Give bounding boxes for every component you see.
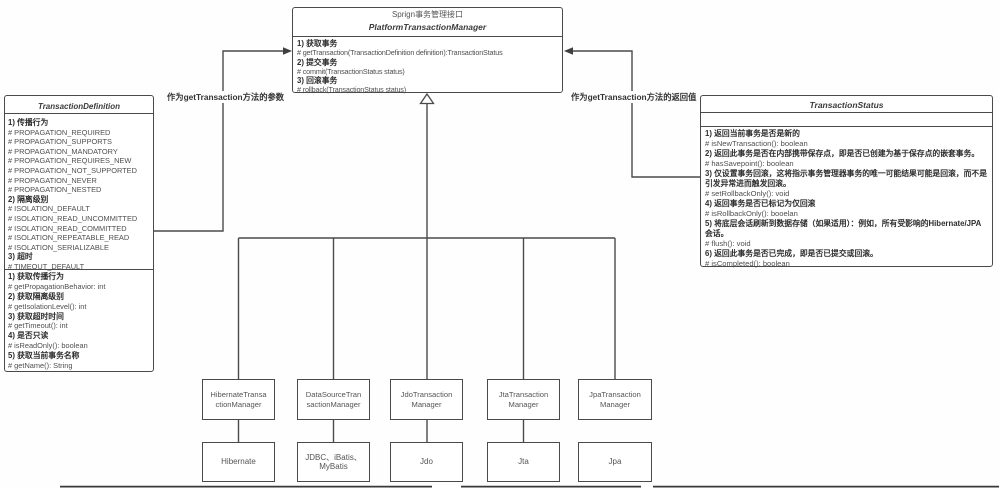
- tech-name-line: Jta: [518, 457, 529, 467]
- field-constant: # PROPAGATION_NOT_SUPPORTED: [8, 165, 137, 175]
- arrowhead-into-left-edge-icon: [283, 47, 292, 55]
- interface-caption: Sprign事务管理接口: [391, 10, 464, 19]
- class-name-line: JtaTransaction: [498, 390, 549, 399]
- class-name-line: sactionManager: [306, 399, 361, 409]
- tech-name-line: Jpa: [608, 457, 622, 467]
- member-signature: # commit(TransactionStatus status): [297, 66, 405, 76]
- member-label: 1) 获取事务: [297, 39, 338, 48]
- class-fields: 1) 传播行为 # PROPAGATION_REQUIRED # PROPAGA…: [5, 114, 153, 271]
- class-name-line: DataSourceTran: [305, 390, 362, 399]
- class-name-line: ctionManager: [215, 399, 262, 409]
- tech-name-line: JDBC、iBatis、: [305, 452, 362, 462]
- class-name-line: Manager: [600, 399, 630, 409]
- field-constant: # ISOLATION_SERIALIZABLE: [8, 242, 109, 252]
- method-label: 4) 返回事务是否已标记为仅回滚: [705, 199, 816, 208]
- field-constant: # PROPAGATION_REQUIRES_NEW: [8, 156, 132, 166]
- class-name-line: Manager: [508, 399, 539, 409]
- field-constant: # PROPAGATION_NESTED: [8, 185, 102, 195]
- class-name-line: JpaTransaction: [589, 390, 641, 399]
- class-box-jta-transaction-manager: JtaTransaction Manager: [487, 379, 560, 420]
- return-association-line: [573, 50, 700, 178]
- field-constant: # PROPAGATION_REQUIRED: [8, 127, 111, 137]
- method-label: 6) 返回此事务是否已完成，即是否已提交或回滚。: [705, 249, 878, 258]
- class-box-datasource-transaction-manager: DataSourceTran sactionManager: [297, 379, 370, 420]
- method-signature: # isReadOnly(): boolean: [8, 341, 88, 351]
- method-signature: # getName(): String: [8, 361, 73, 371]
- field-constant: # ISOLATION_REPEATABLE_READ: [8, 233, 130, 243]
- class-box-jdo-transaction-manager: JdoTransaction Manager: [390, 379, 463, 420]
- member-label: 2) 提交事务: [297, 57, 338, 67]
- arrowhead-into-right-edge-icon: [564, 47, 573, 55]
- class-box-transaction-status: TransactionStatus 1) 返回当前事务是否是新的 # isNew…: [700, 95, 993, 269]
- class-methods: 1) 获取传播行为 # getPropagationBehavior: int …: [5, 270, 153, 371]
- field-constant: # ISOLATION_READ_COMMITTED: [8, 223, 127, 233]
- method-label: 2) 返回此事务是否在内部携带保存点，即是否已创建为基于保存点的嵌套事务。: [705, 149, 980, 158]
- member-signature: # rollback(TransactionStatus status): [297, 85, 406, 95]
- field-constant: # ISOLATION_READ_UNCOMMITTED: [8, 213, 138, 223]
- class-name-line: Manager: [411, 399, 442, 409]
- tech-box-jpa: Jpa: [578, 442, 652, 482]
- tech-box-jta: Jta: [487, 442, 560, 482]
- method-label: 3) 获取超时时间: [8, 311, 64, 321]
- field-label: 3) 超时: [8, 252, 33, 262]
- tech-box-jdo: Jdo: [390, 442, 463, 482]
- method-signature: # isRollbackOnly(): booelan: [705, 209, 798, 218]
- field-constant: # PROPAGATION_NEVER: [8, 175, 97, 185]
- class-name-line: JdoTransaction: [400, 390, 453, 399]
- edge-label-parameter: 作为getTransaction方法的参数: [166, 91, 286, 103]
- method-signature: # flush(): void: [705, 239, 751, 248]
- method-label: 3) 仅设置事务回滚，这将指示事务管理器事务的唯一可能结果可能是回滚，而不是引发…: [705, 169, 987, 188]
- method-signature: # getTimeout(): int: [8, 321, 68, 331]
- tech-name-line: Hibernate: [221, 457, 256, 467]
- method-signature: # getPropagationBehavior: int: [8, 281, 106, 291]
- method-label: 1) 获取传播行为: [8, 272, 64, 281]
- member-label: 3) 回滚事务: [297, 76, 338, 86]
- method-label: 2) 获取隔离级别: [8, 291, 64, 301]
- empty-fields-compartment: [701, 113, 992, 127]
- class-box-jpa-transaction-manager: JpaTransaction Manager: [578, 379, 652, 420]
- method-signature: # hasSavepoint(): boolean: [705, 159, 794, 168]
- class-name: PlatformTransactionManager: [368, 22, 487, 32]
- method-label: 5) 获取当前事务名称: [8, 351, 80, 361]
- method-label: 1) 返回当前事务是否是新的: [705, 129, 800, 138]
- class-name-line: HibernateTransa: [210, 390, 267, 399]
- field-label: 1) 传播行为: [8, 118, 49, 127]
- edge-label-return: 作为getTransaction方法的返回值: [570, 91, 698, 103]
- parameter-association-line: [154, 50, 283, 232]
- field-label: 2) 隔离级别: [8, 194, 49, 204]
- method-signature: # isCompleted(): boolean: [705, 259, 790, 268]
- class-name: TransactionDefinition: [37, 102, 121, 111]
- class-methods: 1) 返回当前事务是否是新的 # isNewTransaction(): boo…: [701, 127, 992, 269]
- field-constant: # TIMEOUT_DEFAULT: [8, 261, 85, 271]
- method-label: 4) 是否只读: [8, 331, 49, 341]
- class-box-platform-transaction-manager: Sprign事务管理接口 PlatformTransactionManager …: [292, 7, 563, 95]
- field-constant: # ISOLATION_DEFAULT: [8, 204, 90, 214]
- class-header: TransactionDefinition: [5, 96, 153, 114]
- field-constant: # PROPAGATION_SUPPORTS: [8, 137, 112, 147]
- tech-box-hibernate: Hibernate: [202, 442, 275, 482]
- method-signature: # setRollbackOnly(): void: [705, 189, 790, 198]
- method-label: 5) 将底层会话刷新到数据存储（如果适用）：例如，所有受影响的Hibernate…: [705, 219, 982, 238]
- field-constant: # PROPAGATION_MANDATORY: [8, 146, 118, 156]
- class-header: Sprign事务管理接口 PlatformTransactionManager: [293, 8, 562, 37]
- class-name: TransactionStatus: [809, 100, 884, 110]
- tech-name-line: MyBatis: [319, 462, 348, 471]
- class-header: TransactionStatus: [701, 96, 992, 113]
- tech-name-line: Jdo: [420, 457, 433, 467]
- inheritance-triangle-icon: [419, 92, 435, 105]
- method-signature: # getIsolationLevel(): int: [8, 301, 87, 311]
- class-members: 1) 获取事务 # getTransaction(TransactionDefi…: [293, 37, 562, 95]
- member-signature: # getTransaction(TransactionDefinition d…: [297, 48, 503, 58]
- tech-box-jdbc-ibatis-mybatis: JDBC、iBatis、 MyBatis: [297, 442, 370, 482]
- class-box-hibernate-transaction-manager: HibernateTransa ctionManager: [202, 379, 275, 420]
- class-box-transaction-definition: TransactionDefinition 1) 传播行为 # PROPAGAT…: [4, 95, 154, 372]
- method-signature: # isNewTransaction(): boolean: [705, 139, 808, 148]
